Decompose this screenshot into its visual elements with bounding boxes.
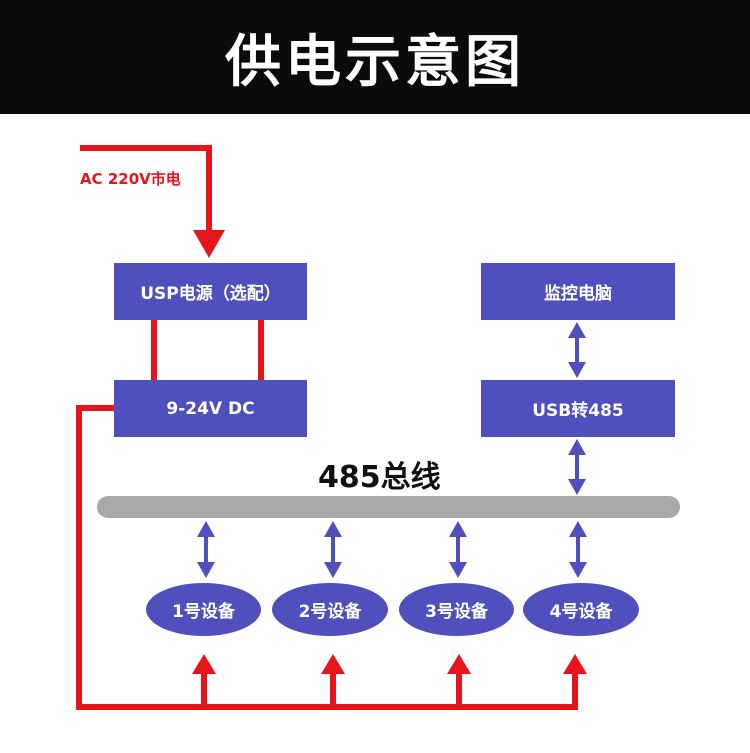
bus-bar bbox=[97, 496, 680, 518]
usb-485-box: USB转485 bbox=[481, 380, 675, 437]
ac-supply-line bbox=[80, 145, 212, 232]
ac-supply-arrowhead bbox=[193, 230, 225, 258]
power-arrowhead-2 bbox=[321, 654, 345, 674]
pc-usb-arrow bbox=[568, 322, 586, 378]
power-arrowhead-3 bbox=[447, 654, 471, 674]
device-1: 1号设备 bbox=[146, 583, 261, 636]
monitor-pc-box: 监控电脑 bbox=[481, 263, 675, 320]
ups-power-box: USP电源（选配） bbox=[114, 263, 307, 320]
dc-power-loop bbox=[76, 405, 578, 710]
bus-device-arrow-1 bbox=[197, 521, 215, 578]
title-bar: 供电示意图 bbox=[0, 0, 750, 114]
device-2: 2号设备 bbox=[272, 583, 388, 636]
page-title: 供电示意图 bbox=[225, 29, 525, 95]
device-3: 3号设备 bbox=[399, 583, 514, 636]
bus-device-arrow-4 bbox=[569, 521, 587, 578]
bus-label: 485总线 bbox=[318, 460, 441, 495]
power-arrowhead-1 bbox=[192, 654, 216, 674]
device-4: 4号设备 bbox=[523, 583, 639, 636]
bus-device-arrow-3 bbox=[449, 521, 467, 578]
ac-supply-label: AC 220V市电 bbox=[80, 170, 181, 188]
bus-device-arrow-2 bbox=[324, 521, 342, 578]
dc-supply-box: 9-24V DC bbox=[114, 380, 307, 437]
power-arrowhead-4 bbox=[563, 654, 587, 674]
usb-bus-arrow bbox=[568, 439, 586, 495]
